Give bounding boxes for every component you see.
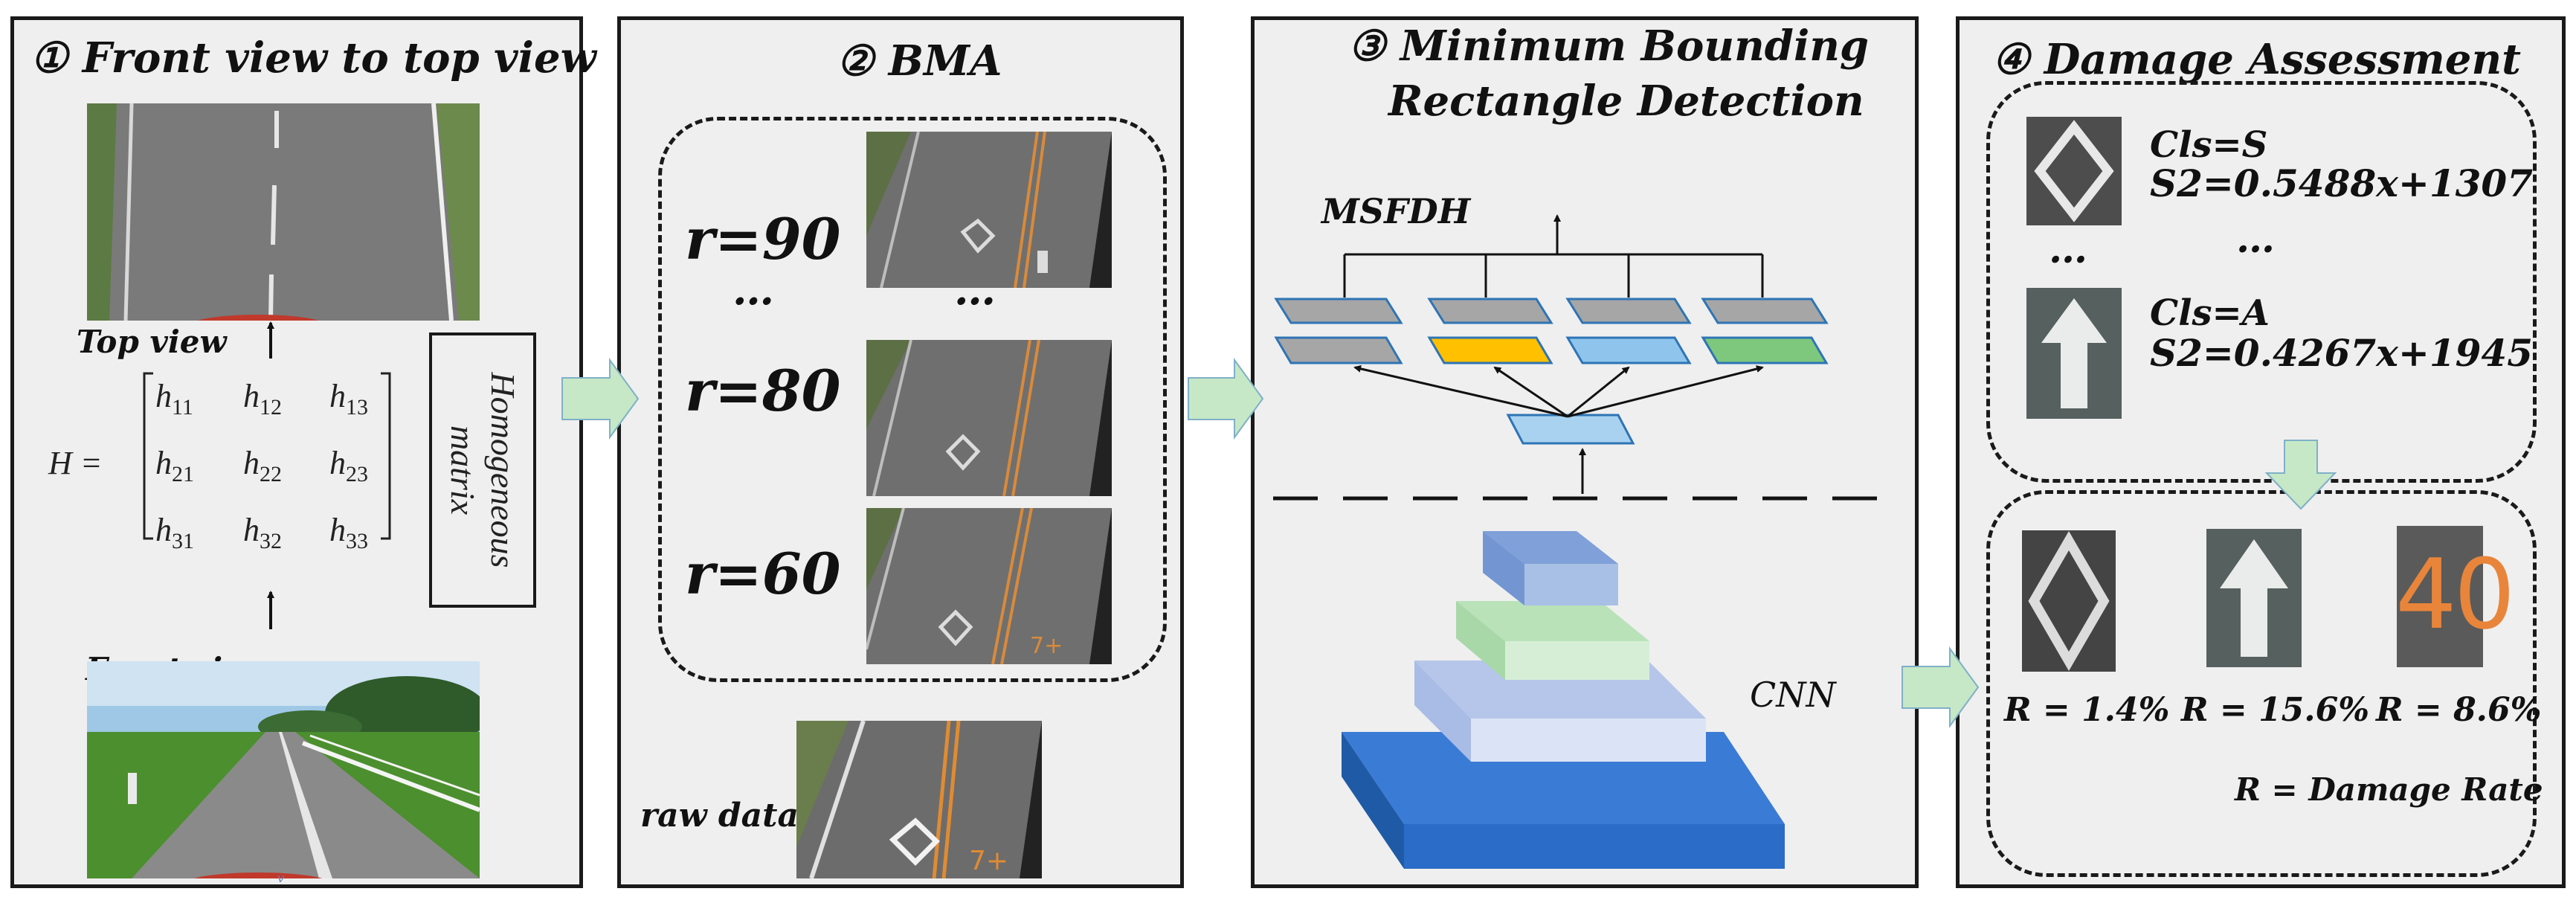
- matrix-cell-h33: h33: [329, 512, 368, 553]
- matrix-bracket-right: [381, 372, 391, 540]
- result-rate-diamond: R = 1.4%: [2004, 691, 2170, 729]
- fm-top-3: [1565, 298, 1692, 324]
- svg-text:7+: 7+: [969, 846, 1008, 876]
- matrix-cell-h23: h23: [329, 445, 368, 486]
- class-a-formula: S2=0.4267x+1945: [2150, 331, 2534, 375]
- homogeneous-matrix-box: Homogeneous matrix: [429, 332, 536, 608]
- panel-4-title: ④ Damage Assessment: [1992, 35, 2522, 84]
- matrix-bracket-left: [143, 372, 153, 540]
- result-rate-arrow: R = 15.6%: [2181, 691, 2370, 729]
- small-mark: v: [277, 871, 285, 885]
- bma-group-box: [658, 117, 1167, 682]
- class-formula-box: [1986, 81, 2537, 483]
- result-speed-40-icon: [2397, 526, 2483, 667]
- panel-bma: ② BMA r=90 … r=80 r=60 …: [617, 16, 1184, 888]
- panel-3-title-line-1: ③ Minimum Bounding: [1348, 22, 1870, 71]
- r90-label: r=90: [685, 206, 841, 272]
- damage-rate-legend: R = Damage Rate: [2235, 771, 2543, 808]
- bma-photo-r90: [866, 132, 1112, 288]
- fm-input: [1506, 414, 1635, 445]
- cnn-top-front: [1524, 564, 1618, 605]
- fm-top-2: [1427, 298, 1553, 324]
- panel-3-title-line-2: Rectangle Detection: [1388, 77, 1864, 126]
- bma-photo-r80: [866, 340, 1112, 496]
- bma-photo-r60: 7+: [866, 508, 1112, 664]
- msfdh-label: MSFDH: [1321, 191, 1471, 231]
- panel-damage-assessment: ④ Damage Assessment Cls=S S2=0.5488x+130…: [1956, 16, 2566, 888]
- matrix-cell-h22: h22: [243, 445, 282, 486]
- r80-label: r=80: [685, 358, 841, 424]
- front-view-photo: [87, 661, 480, 878]
- panel-1-title: ① Front view to top view: [30, 33, 596, 83]
- fpn-arrow-3: [1567, 366, 1630, 418]
- class-ellipsis-right: …: [2236, 216, 2275, 262]
- fm-bottom-4: [1701, 336, 1829, 364]
- raw-data-photo: 7+: [796, 721, 1042, 878]
- fm-bottom-3: [1565, 336, 1692, 364]
- class-s-label: Cls=S: [2150, 124, 2268, 166]
- arrow-marking-icon: [2026, 288, 2122, 419]
- cnn-label: CNN: [1750, 675, 1836, 715]
- class-s-formula: S2=0.5488x+1307: [2150, 161, 2534, 205]
- result-diamond-icon: [2022, 530, 2116, 672]
- results-box: [1986, 490, 2537, 877]
- block-arrow-down-p4: [2264, 440, 2337, 510]
- block-arrow-p2-to-p3: [1188, 357, 1264, 440]
- fm-top-4: [1701, 298, 1829, 324]
- top-view-photo: [87, 103, 480, 321]
- panel-2-title: ② BMA: [837, 36, 1002, 86]
- panel-front-to-top: ① Front view to top view Top view H = h1…: [10, 16, 596, 888]
- fm-bottom-1: [1274, 336, 1403, 364]
- matrix-lhs: H =: [48, 445, 103, 481]
- row-ellipsis-label: …: [732, 266, 774, 315]
- matrix-cell-h31: h31: [155, 512, 194, 553]
- class-ellipsis-left: …: [2049, 227, 2087, 272]
- block-arrow-p1-to-p2: [561, 357, 640, 440]
- matrix-cell-h21: h21: [155, 445, 194, 486]
- fpn-arrow-4: [1567, 365, 1764, 418]
- fpn-arrow-1: [1353, 364, 1568, 418]
- matrix-cell-h12: h12: [243, 378, 282, 420]
- raw-data-label: raw data: [640, 797, 799, 835]
- cnn-green-front: [1505, 641, 1649, 680]
- class-a-label: Cls=A: [2150, 292, 2270, 334]
- cnn-top-top: [1483, 531, 1618, 564]
- matrix-cell-h11: h11: [155, 378, 193, 420]
- block-arrow-p3-to-p4: [1902, 646, 1980, 729]
- matrix-cell-h13: h13: [329, 378, 368, 420]
- result-speed-40-digits: 40: [2395, 538, 2515, 651]
- cnn-base-side: [1342, 732, 1404, 869]
- fm-bottom-2: [1427, 336, 1553, 364]
- result-rate-speed: R = 8.6%: [2376, 691, 2542, 729]
- cnn-pale-side: [1414, 661, 1471, 762]
- fm-top-1: [1274, 298, 1403, 324]
- r60-label: r=60: [685, 541, 841, 607]
- cnn-green-side: [1456, 601, 1505, 680]
- result-arrow-icon: [2206, 529, 2302, 667]
- top-view-label: Top view: [77, 324, 227, 360]
- cnn-base-front: [1404, 824, 1785, 869]
- svg-text:7+: 7+: [1030, 633, 1063, 659]
- matrix-cell-h32: h32: [243, 512, 282, 553]
- cnn-pale-front: [1471, 719, 1706, 762]
- fpn-arrow-2: [1493, 366, 1568, 418]
- diamond-marking-icon: [2026, 117, 2122, 225]
- cnn-top-side: [1483, 531, 1524, 605]
- cnn-green-top: [1456, 601, 1649, 641]
